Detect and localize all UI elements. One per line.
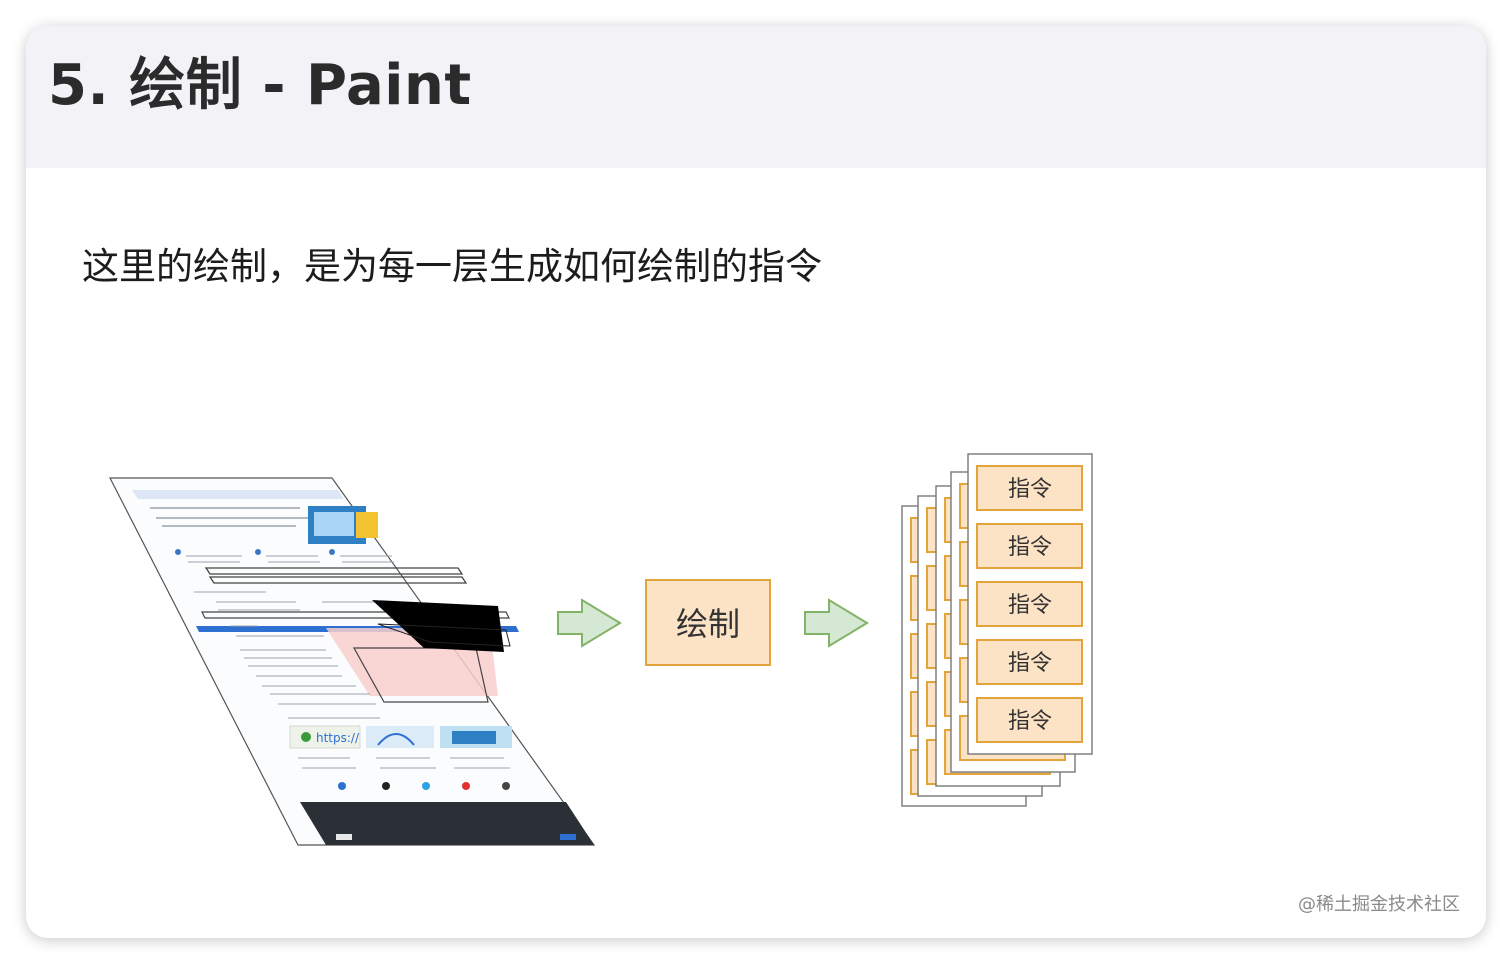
slide-title: 5. 绘制 - Paint <box>48 53 472 118</box>
arrow-to-paint <box>557 598 622 648</box>
paint-process-box <box>645 579 771 666</box>
instruction-box <box>976 639 1083 685</box>
instruction-label: 指令 <box>1008 651 1052 676</box>
card-2 <box>366 726 434 748</box>
instruction-box <box>976 697 1083 743</box>
arrow-to-instructions <box>804 598 869 648</box>
slide-subtitle: 这里的绘制，是为每一层生成如何绘制的指令 <box>82 245 822 288</box>
https-link-text: https:// <box>316 731 360 745</box>
black-layer <box>372 600 504 652</box>
slide-header: 5. 绘制 - Paint <box>26 26 1486 168</box>
instruction-label: 指令 <box>1008 535 1052 560</box>
instruction-label: 指令 <box>1008 593 1052 618</box>
instruction-label: 指令 <box>1008 709 1052 734</box>
instruction-box <box>976 465 1083 511</box>
instruction-label: 指令 <box>1008 477 1052 502</box>
slide-card: 5. 绘制 - Paint 这里的绘制，是为每一层生成如何绘制的指令 <box>26 26 1486 938</box>
instruction-box <box>976 581 1083 627</box>
watermark: @稀土掘金技术社区 <box>1298 894 1460 915</box>
instruction-box <box>976 523 1083 569</box>
https-card <box>289 725 361 749</box>
paint-process-label: 绘制 <box>676 605 740 643</box>
paint-diagram: https:// <box>109 453 1093 846</box>
webpage-thumbnail: https:// <box>109 477 596 846</box>
webpage-footer <box>300 802 594 845</box>
